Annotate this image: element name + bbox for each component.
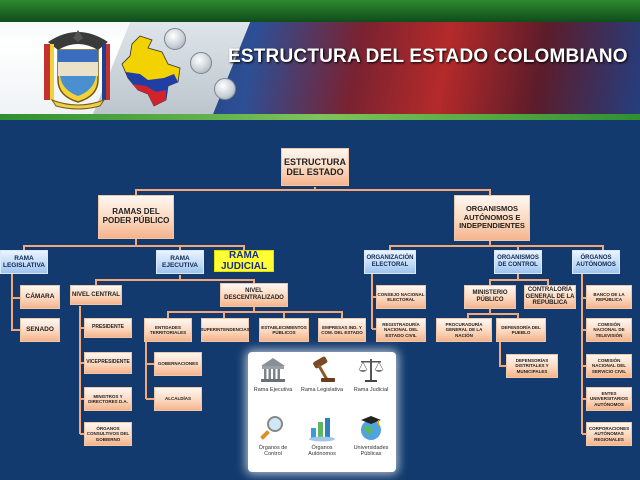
- node-camara: CÁMARA: [20, 285, 60, 309]
- node-ministerio-publico: MINISTERIO PÚBLICO: [464, 285, 516, 309]
- colombia-map-icon: [121, 35, 181, 107]
- node-defensoria-del-pueblo: DEFENSORÍA DEL PUEBLO: [496, 318, 546, 342]
- legend-item: Órganos de Control: [250, 414, 296, 457]
- bar-chart-icon: [309, 418, 335, 442]
- coat-of-arms-icon: [44, 30, 110, 110]
- node-registraduria: REGISTRADURÍA NACIONAL DEL ESTADO CIVIL: [376, 318, 426, 342]
- decor-dot: [190, 52, 212, 74]
- node-entidades-territoriales: ENTIDADES TERRITORIALES: [144, 318, 192, 342]
- node-empresas-industriales: EMPRESAS IND. Y COM. DEL ESTADO: [318, 318, 366, 342]
- top-green-bar: [0, 0, 640, 22]
- graduation-globe-icon: [361, 416, 381, 440]
- node-nivel-central: NIVEL CENTRAL: [70, 285, 122, 305]
- node-gobernaciones: GOBERNACIONES: [154, 352, 202, 376]
- node-consejo-nacional-electoral: CONSEJO NACIONAL ELECTORAL: [376, 285, 426, 309]
- flag-band: [170, 22, 640, 114]
- node-organos-autonomos: ÓRGANOS AUTÓNOMOS: [572, 250, 620, 274]
- header-banner: ESTRUCTURA DEL ESTADO COLOMBIANO: [0, 0, 640, 120]
- node-vicepresidente: VICEPRESIDENTE: [84, 352, 132, 374]
- node-alcaldias: ALCALDÍAS: [154, 387, 202, 411]
- capitol-building-icon: [261, 358, 285, 382]
- node-corporaciones-autonomas: CORPORACIONES AUTÓNOMAS REGIONALES: [586, 422, 632, 446]
- node-superintendencias: SUPERINTENDENCIAS: [200, 318, 250, 342]
- node-procuraduria: PROCURADURÍA GENERAL DE LA NACIÓN: [436, 318, 492, 342]
- node-entes-universitarios: ENTES UNIVERSITARIOS AUTÓNOMOS: [586, 387, 632, 411]
- node-establecimientos-publicos: ESTABLECIMIENTOS PÚBLICOS: [259, 318, 309, 342]
- node-organismos-autonomos: ORGANISMOS AUTÓNOMOS E INDEPENDIENTES: [454, 195, 530, 241]
- gavel-icon: [313, 356, 335, 382]
- legend-item: Rama Legislativa: [299, 356, 345, 393]
- node-rama-ejecutiva: RAMA EJECUTIVA: [156, 250, 204, 274]
- legend-label: Órganos de Control: [258, 445, 288, 458]
- node-banco-republica: BANCO DE LA REPÚBLICA: [586, 285, 632, 309]
- node-organos-consultivos: ÓRGANOS CONSULTIVOS DEL GOBIERNO: [84, 422, 132, 446]
- legend-item: Universidades Públicas: [348, 414, 394, 457]
- scales-of-justice-icon: [358, 359, 384, 382]
- decor-dot: [214, 78, 236, 100]
- legend-item: Órganos Autónomos: [299, 414, 345, 457]
- green-divider: [0, 114, 640, 120]
- node-ministros-directores: MINISTROS Y DIRECTORES D.A.: [84, 387, 132, 411]
- node-ramas-poder-publico: RAMAS DEL PODER PÚBLICO: [98, 195, 174, 239]
- legend-label: Universidades Públicas: [353, 445, 389, 458]
- decor-dot: [164, 28, 186, 50]
- node-defensorias-distritales: DEFENSORÍAS DISTRITALES Y MUNICIPALES: [506, 354, 558, 378]
- legend-item: Rama Ejecutiva: [250, 356, 296, 393]
- legend-label: Rama Ejecutiva: [253, 387, 293, 394]
- node-contraloria: CONTRALORÍA GENERAL DE LA REPÚBLICA: [524, 285, 576, 309]
- magnifier-icon: [260, 416, 283, 440]
- node-nivel-descentralizado: NIVEL DESCENTRALIZADO: [220, 283, 288, 307]
- legend-label: Rama Judicial: [353, 387, 389, 394]
- node-rama-legislativa: RAMA LEGISLATIVA: [0, 250, 48, 274]
- legend-label: Órganos Autónomos: [308, 445, 336, 458]
- page-title: ESTRUCTURA DEL ESTADO COLOMBIANO: [228, 46, 628, 67]
- node-comision-television: COMISIÓN NACIONAL DE TELEVISIÓN: [586, 318, 632, 342]
- node-presidente: PRESIDENTE: [84, 318, 132, 338]
- legend-item: Rama Judicial: [348, 356, 394, 393]
- node-rama-judicial: RAMA JUDICIAL: [214, 250, 274, 272]
- node-senado: SENADO: [20, 318, 60, 342]
- legend-label: Rama Legislativa: [300, 387, 344, 394]
- legend-panel: Rama Ejecutiva Rama Legislativa Rama Jud…: [248, 352, 396, 472]
- node-estructura-del-estado: ESTRUCTURA DEL ESTADO: [281, 148, 349, 186]
- node-comision-servicio-civil: COMISIÓN NACIONAL DEL SERVICIO CIVIL: [586, 354, 632, 378]
- node-organizacion-electoral: ORGANIZACIÓN ELECTORAL: [364, 250, 416, 274]
- node-organismos-de-control: ORGANISMOS DE CONTROL: [494, 250, 542, 274]
